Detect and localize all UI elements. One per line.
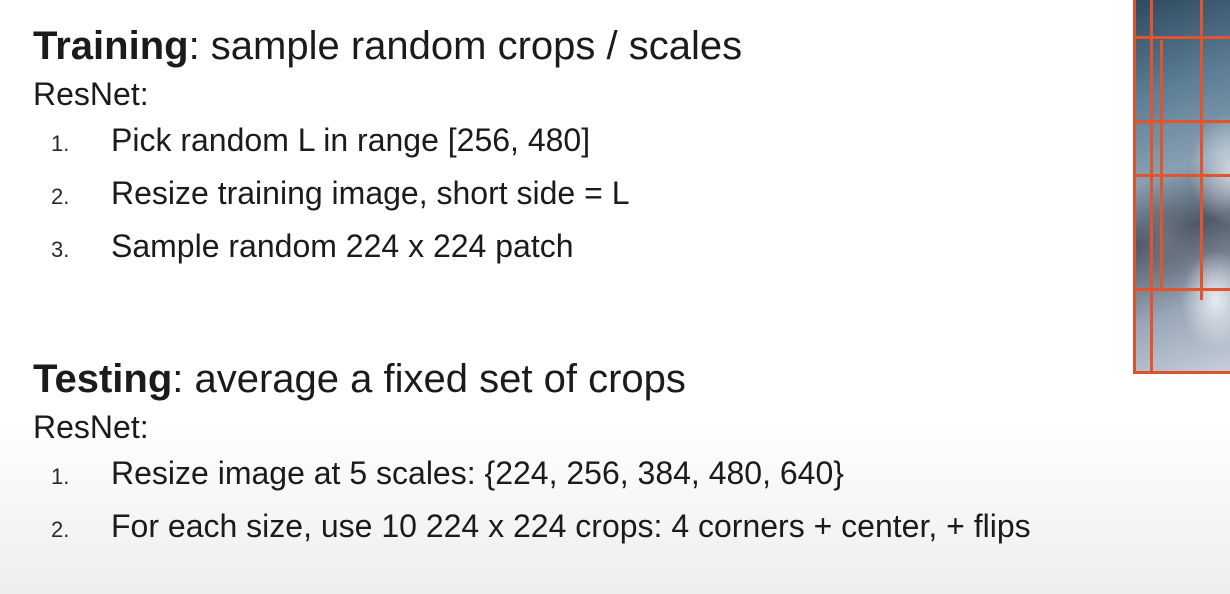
- crop-box-line: [1200, 0, 1203, 300]
- crop-box-line: [1136, 288, 1230, 291]
- training-heading-label: Training: [33, 24, 189, 68]
- training-heading: Training: sample random crops / scales: [33, 22, 1213, 70]
- training-step: 3. Sample random 224 x 224 patch: [33, 226, 1213, 279]
- crop-box-line: [1136, 120, 1230, 123]
- testing-step: 1. Resize image at 5 scales: {224, 256, …: [33, 453, 1213, 506]
- training-heading-text: : sample random crops / scales: [188, 24, 743, 68]
- step-number: 3.: [51, 237, 70, 262]
- step-text: Resize image at 5 scales: {224, 256, 384…: [111, 455, 844, 491]
- testing-steps-list: 1. Resize image at 5 scales: {224, 256, …: [33, 453, 1213, 559]
- step-number: 2.: [51, 184, 70, 209]
- testing-heading: Testing: average a fixed set of crops: [33, 355, 1213, 403]
- training-subheading: ResNet:: [33, 76, 149, 112]
- step-number: 1.: [51, 464, 70, 489]
- testing-section: Testing: average a fixed set of crops Re…: [33, 355, 1213, 559]
- crop-box-line: [1150, 0, 1153, 371]
- step-text: Sample random 224 x 224 patch: [111, 228, 574, 264]
- step-text: Pick random L in range [256, 480]: [111, 122, 591, 158]
- cat-image-crops: [1133, 0, 1230, 374]
- training-step: 1. Pick random L in range [256, 480]: [33, 120, 1213, 173]
- crop-box-line: [1136, 36, 1230, 39]
- training-section: Training: sample random crops / scales R…: [33, 22, 1213, 279]
- testing-heading-label: Testing: [33, 357, 173, 401]
- testing-subheading: ResNet:: [33, 409, 149, 445]
- step-number: 2.: [51, 517, 70, 542]
- step-text: For each size, use 10 224 x 224 crops: 4…: [111, 508, 1031, 544]
- testing-heading-text: : average a fixed set of crops: [172, 357, 686, 401]
- step-number: 1.: [51, 131, 70, 156]
- training-steps-list: 1. Pick random L in range [256, 480] 2. …: [33, 120, 1213, 279]
- crop-box-line: [1136, 174, 1230, 177]
- step-text: Resize training image, short side = L: [111, 175, 630, 211]
- training-step: 2. Resize training image, short side = L: [33, 173, 1213, 226]
- testing-step: 2. For each size, use 10 224 x 224 crops…: [33, 506, 1213, 559]
- crop-box-line: [1160, 40, 1163, 290]
